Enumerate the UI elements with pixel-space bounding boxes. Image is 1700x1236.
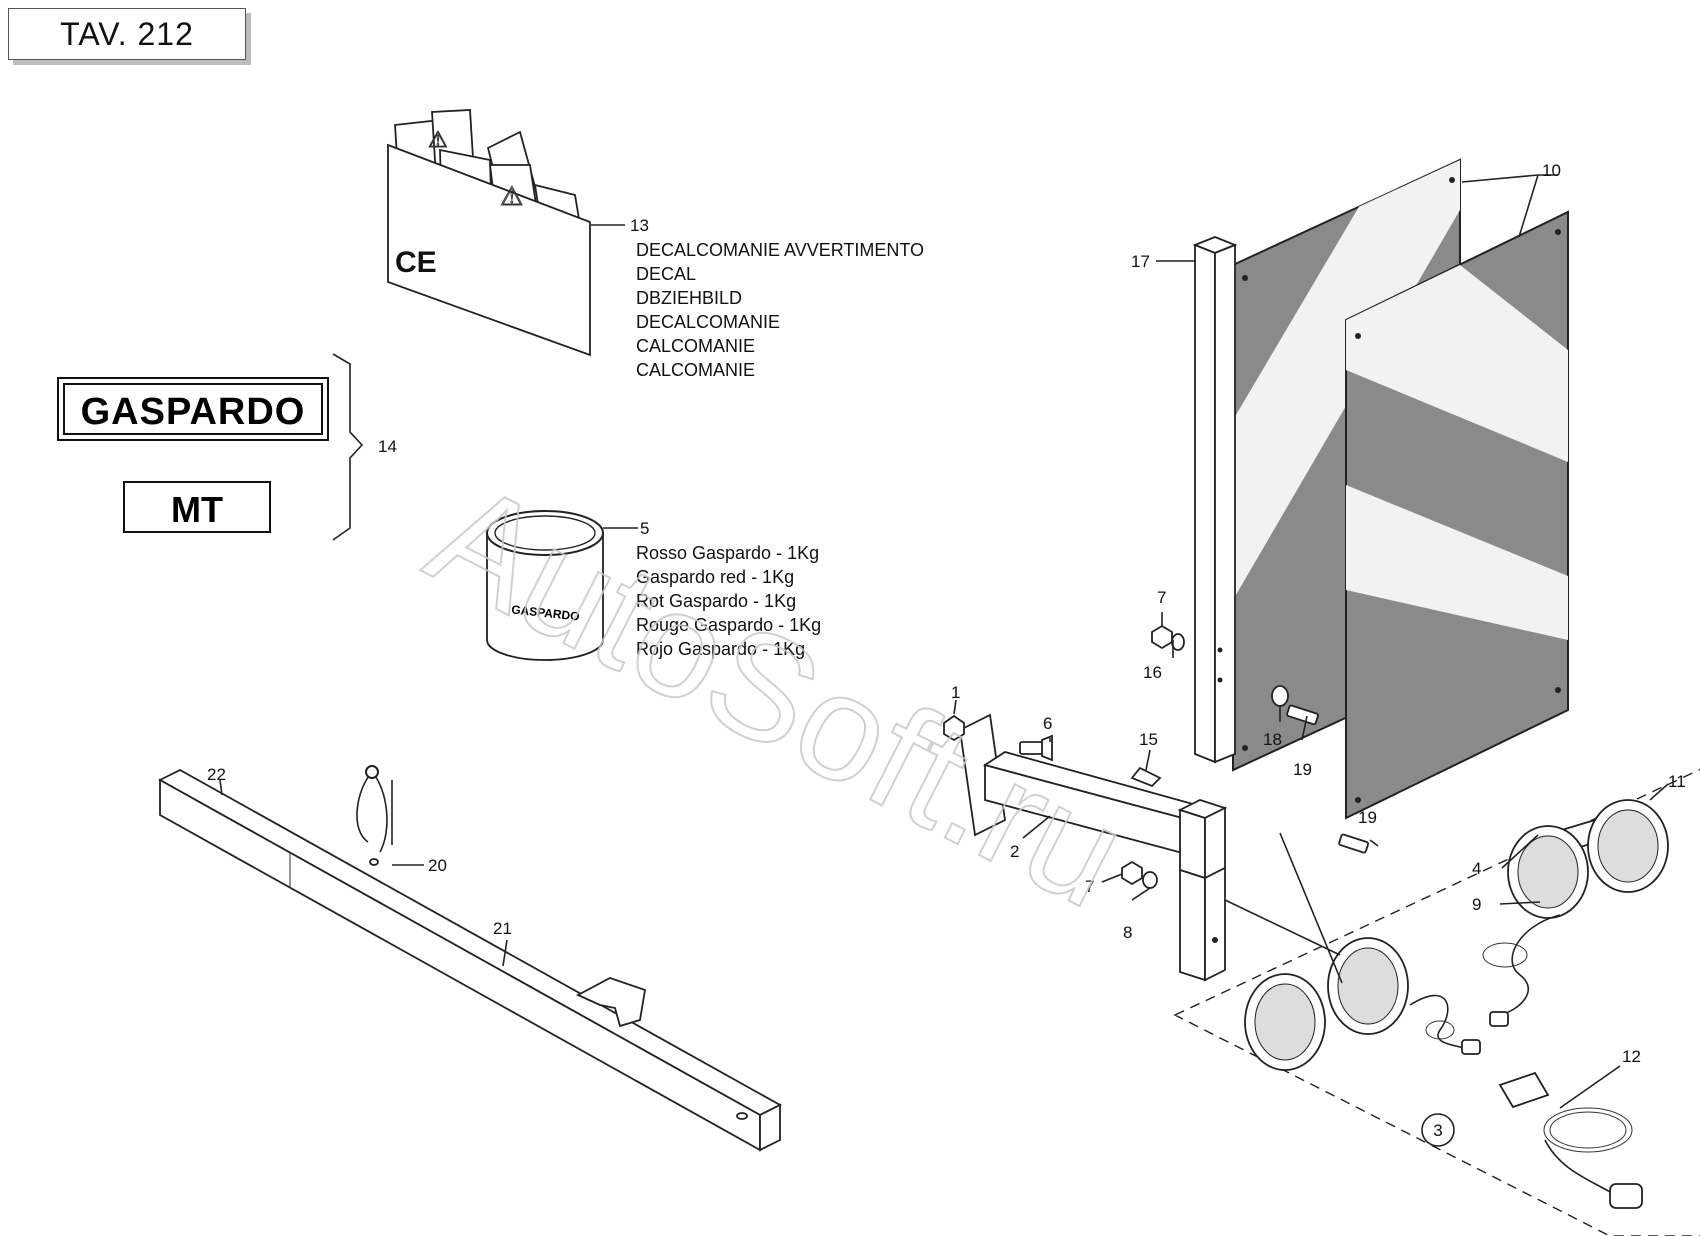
callout-11: 11 [1668, 772, 1686, 791]
callout-19a: 19 [1293, 760, 1312, 779]
callout-2: 2 [1010, 842, 1019, 861]
callout-7a: 7 [1157, 588, 1166, 607]
decal-desc-line: DECAL [636, 264, 696, 284]
lamp-cables [1409, 914, 1561, 1055]
model-logo-text: MT [171, 489, 223, 530]
fasteners [943, 624, 1370, 889]
lynch-pin [356, 765, 393, 853]
rear-lamp-right [1244, 937, 1409, 1071]
mounting-bracket [959, 713, 1228, 982]
lighting-kit-group-outline [1173, 768, 1700, 1236]
callout-12: 12 [1622, 1047, 1641, 1066]
callout-20: 20 [428, 856, 447, 875]
decal-description-block: DECALCOMANIE AVVERTIMENTO DECAL DBZIEHBI… [636, 240, 924, 380]
brand-logo-decal: GASPARDO [57, 377, 329, 441]
callout-4: 4 [1472, 859, 1481, 878]
decal-pack: ⚠ ⚠ CE [387, 109, 591, 357]
callout-13: 13 [630, 216, 649, 235]
logo-bracket [332, 353, 364, 541]
callout-18: 18 [1263, 730, 1282, 749]
ce-mark: CE [395, 246, 437, 279]
paint-desc-line: Rosso Gaspardo - 1Kg [636, 543, 819, 563]
warning-panel-front [1345, 210, 1569, 820]
callout-3-circle [1421, 1113, 1455, 1147]
paint-desc-line: Gaspardo red - 1Kg [636, 567, 794, 587]
callout-1: 1 [951, 683, 960, 702]
table-number: TAV. 212 [60, 15, 194, 52]
callouts: 13 14 5 17 10 7 16 1 6 15 18 19 2 19 7 8… [207, 161, 1686, 1147]
tow-bar [158, 768, 782, 1152]
callout-8: 8 [1123, 923, 1132, 942]
paint-desc-line: Rojo Gaspardo - 1Kg [636, 639, 805, 659]
callout-9: 9 [1472, 895, 1481, 914]
paint-desc-line: Rouge Gaspardo - 1Kg [636, 615, 821, 635]
callout-21: 21 [493, 919, 512, 938]
decal-desc-line: CALCOMANIE [636, 336, 755, 356]
decal-desc-line: CALCOMANIE [636, 360, 755, 380]
callout-3: 3 [1433, 1121, 1442, 1140]
callout-6: 6 [1043, 714, 1052, 733]
decal-desc-line: DBZIEHBILD [636, 288, 742, 308]
paint-desc-line: Rot Gaspardo - 1Kg [636, 591, 796, 611]
callout-10: 10 [1542, 161, 1561, 180]
callout-22: 22 [207, 765, 226, 784]
decal-desc-line: DECALCOMANIE AVVERTIMENTO [636, 240, 924, 260]
warning-triangle-icon: ⚠ [500, 181, 523, 211]
support-post [1192, 236, 1238, 764]
power-cable-plug [1498, 1071, 1643, 1209]
callout-16: 16 [1143, 663, 1162, 682]
callout-7b: 7 [1085, 877, 1094, 896]
callout-17: 17 [1131, 252, 1150, 271]
callout-5: 5 [640, 519, 649, 538]
warning-triangle-icon: ⚠ [428, 127, 448, 152]
table-number-box: TAV. 212 [8, 8, 246, 60]
leader-lines [219, 174, 1669, 1109]
model-logo-decal: MT [123, 481, 271, 533]
decal-desc-line: DECALCOMANIE [636, 312, 780, 332]
rear-lamp-left [1507, 799, 1669, 919]
paint-description-block: Rosso Gaspardo - 1Kg Gaspardo red - 1Kg … [636, 543, 821, 659]
brand-logo-text: GASPARDO [81, 391, 306, 433]
callout-15: 15 [1139, 730, 1158, 749]
callout-14: 14 [378, 437, 397, 456]
paint-can: GASPARDO [486, 510, 604, 661]
callout-19b: 19 [1358, 808, 1377, 827]
watermark: AutoSoft.ru [405, 449, 1150, 939]
